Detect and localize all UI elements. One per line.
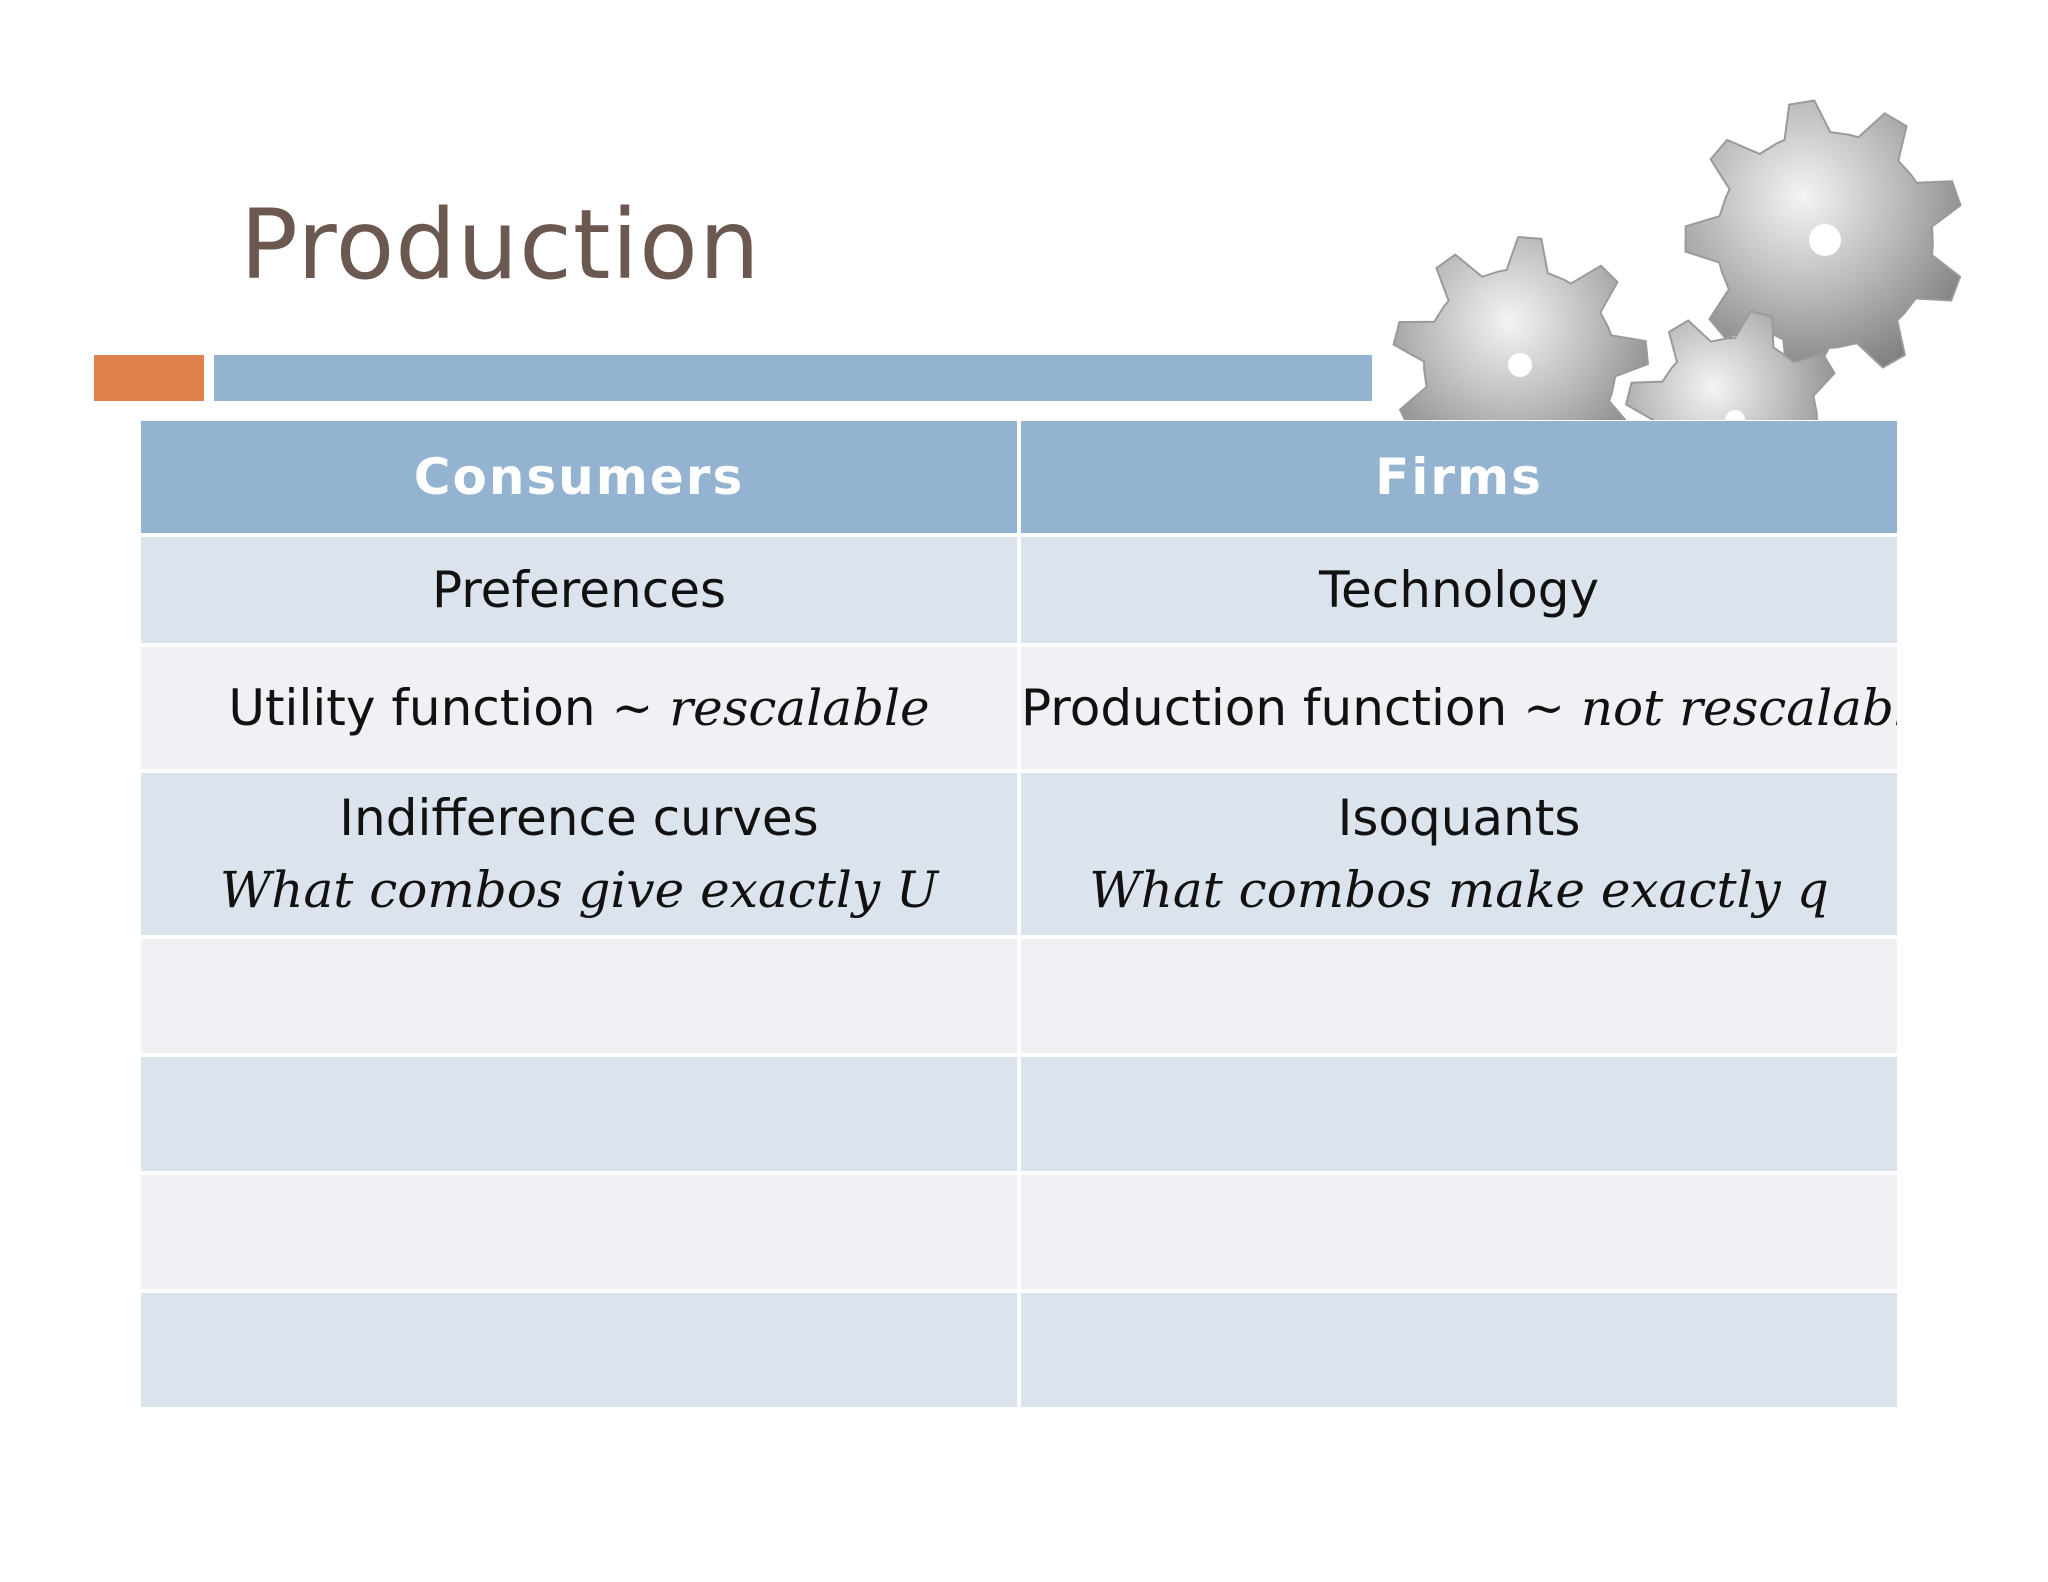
cell-firms-technology: Technology xyxy=(1021,537,1897,643)
accent-bar-orange xyxy=(94,355,204,401)
cell-italic: not rescalable xyxy=(1580,679,1897,737)
cell-italic: rescalable xyxy=(669,679,930,737)
header-firms: Firms xyxy=(1021,421,1897,533)
empty-cell xyxy=(141,939,1017,1053)
cell-consumers-indifference: Indifference curves What combos give exa… xyxy=(141,773,1017,935)
cell-firms-production-function: Production function ~ not rescalable xyxy=(1021,647,1897,769)
empty-cell xyxy=(1021,1057,1897,1171)
empty-cell xyxy=(1021,1293,1897,1407)
cell-italic: What combos give exactly U xyxy=(219,861,939,919)
header-consumers: Consumers xyxy=(141,421,1017,533)
empty-cell xyxy=(1021,939,1897,1053)
empty-cell xyxy=(1021,1175,1897,1289)
gear-medium xyxy=(1392,235,1650,420)
cell-text: Preferences xyxy=(431,561,727,619)
comparison-table: Consumers Firms Preferences Technology U… xyxy=(137,417,1901,1411)
cell-italic: What combos make exactly q xyxy=(1089,861,1829,919)
gear-small xyxy=(1624,309,1836,420)
table-row: Preferences Technology xyxy=(141,537,1897,643)
gear-hole xyxy=(1508,353,1532,377)
table-row: Indifference curves What combos give exa… xyxy=(141,773,1897,935)
cell-text: Isoquants xyxy=(1337,789,1581,847)
empty-cell xyxy=(141,1293,1017,1407)
slide-title: Production xyxy=(240,189,761,301)
cell-firms-isoquants: Isoquants What combos make exactly q xyxy=(1021,773,1897,935)
gear-hole xyxy=(1725,410,1745,420)
gear-large xyxy=(1684,99,1962,381)
gear-hole xyxy=(1809,224,1841,256)
cell-consumers-utility: Utility function ~ rescalable xyxy=(141,647,1017,769)
cell-text: Technology xyxy=(1318,561,1600,619)
cell-text: Indifference curves xyxy=(339,789,819,847)
table-row xyxy=(141,1175,1897,1289)
cell-separator: ~ xyxy=(1507,679,1581,737)
cell-text: Utility function xyxy=(228,679,596,737)
cell-text: Production function xyxy=(1021,679,1508,737)
table-header-row: Consumers Firms xyxy=(141,421,1897,533)
table-row xyxy=(141,1293,1897,1407)
gear-body xyxy=(1624,309,1836,420)
gears-icon xyxy=(1392,99,1962,420)
cell-consumers-preferences: Preferences xyxy=(141,537,1017,643)
table-row: Utility function ~ rescalable Production… xyxy=(141,647,1897,769)
table-row xyxy=(141,939,1897,1053)
empty-cell xyxy=(141,1175,1017,1289)
table-row xyxy=(141,1057,1897,1171)
accent-bar-blue xyxy=(214,355,1372,401)
empty-cell xyxy=(141,1057,1017,1171)
cell-separator: ~ xyxy=(595,679,670,737)
